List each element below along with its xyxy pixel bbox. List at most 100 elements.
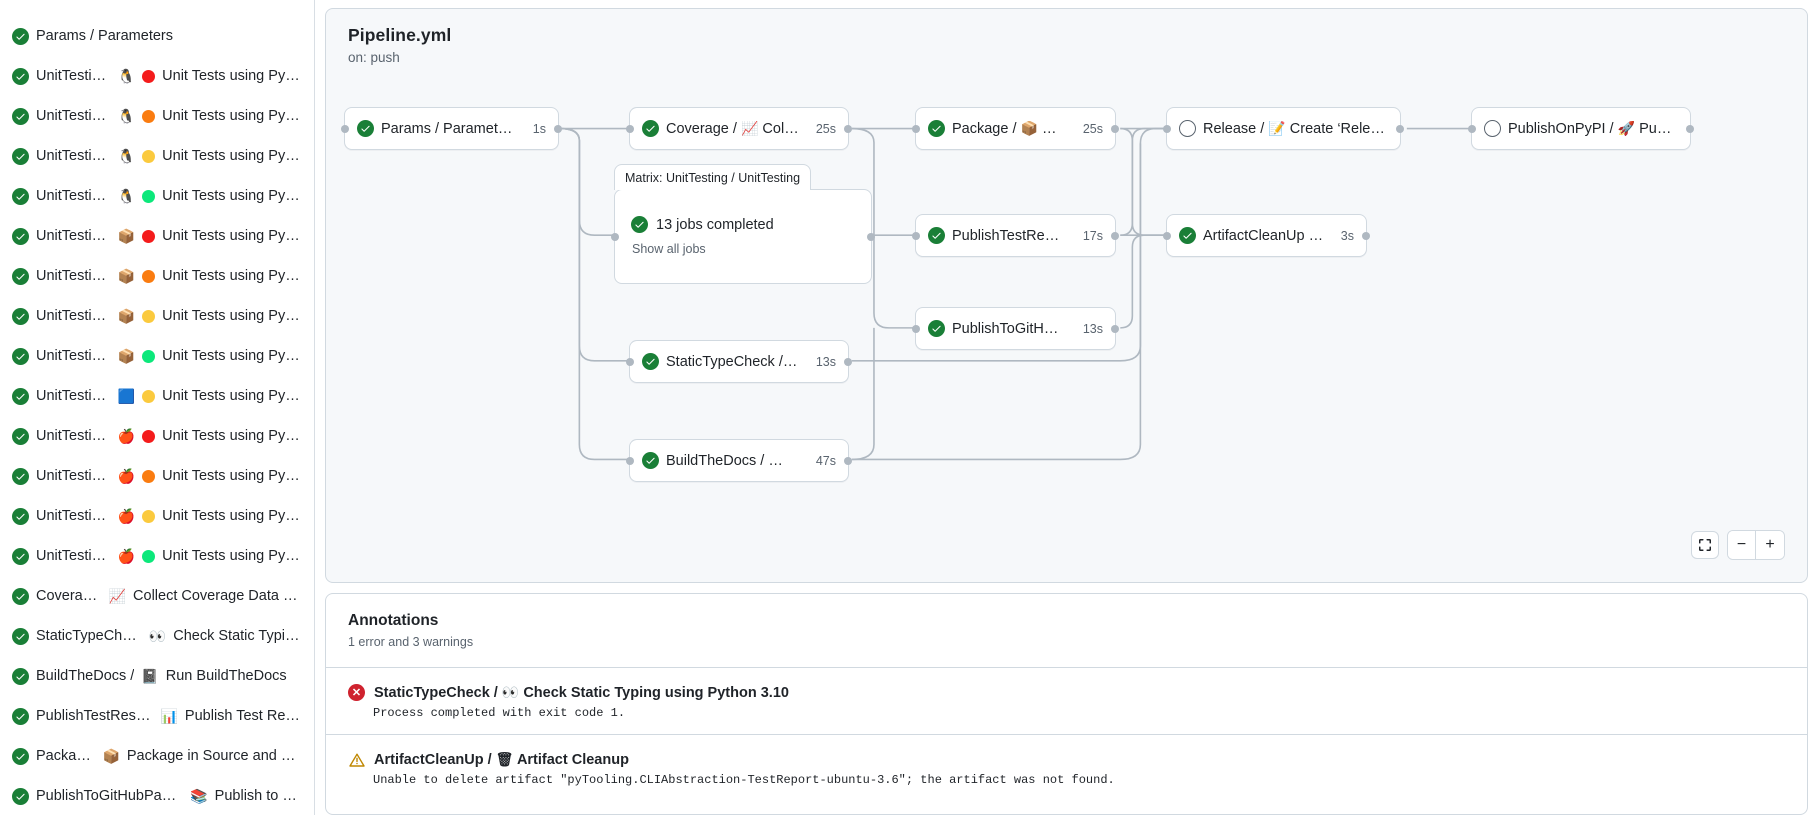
graph-node-publishtest[interactable]: PublishTestResults / 📊 Pu...17s xyxy=(912,214,1119,257)
sidebar-job-label: Package in Source and Wh... xyxy=(126,748,300,764)
parcel-icon: 📦 xyxy=(102,748,120,764)
success-check-icon xyxy=(12,387,29,405)
graph-zoom-controls[interactable]: − + xyxy=(1691,530,1785,560)
annotation-message: Process completed with exit code 1. xyxy=(373,706,626,720)
graph-node-pypi[interactable]: PublishOnPyPI / 🚀 Publish to ... xyxy=(1468,107,1694,150)
success-check-icon xyxy=(12,467,29,485)
warning-icon xyxy=(348,751,365,768)
sidebar-job-item[interactable]: UnitTesting / 📦Unit Tests using Pyth... xyxy=(4,296,310,336)
sidebar-job-item[interactable]: Package / 📦Package in Source and Wh... xyxy=(4,736,310,776)
sidebar-job-name: UnitTesting / xyxy=(36,508,111,524)
zoom-out-button[interactable]: − xyxy=(1728,531,1756,559)
success-check-icon xyxy=(12,347,29,365)
annotation-name: StaticTypeCheck / 👀 Check Static Typing … xyxy=(374,683,789,701)
sidebar-job-item[interactable]: PublishTestResults / 📊Publish Test Resu.… xyxy=(4,696,310,736)
graph-node-package[interactable]: Package / 📦 Package in So...25s xyxy=(912,107,1119,150)
success-check-icon xyxy=(928,227,945,244)
sidebar-job-name: UnitTesting / xyxy=(36,228,111,244)
success-check-icon xyxy=(12,67,29,85)
node-port-out xyxy=(554,124,562,133)
show-all-jobs-link[interactable]: Show all jobs xyxy=(632,242,706,256)
node-duration: 13s xyxy=(815,354,836,369)
bar-chart-icon: 📊 xyxy=(160,708,178,724)
sidebar-job-item[interactable]: UnitTesting / 🍎Unit Tests using Pyth... xyxy=(4,416,310,456)
sidebar-job-label: Unit Tests using Pyth... xyxy=(162,548,300,564)
node-port-in xyxy=(626,357,634,366)
annotation-name: ArtifactCleanUp / 🗑 Artifact Cleanup xyxy=(374,750,629,768)
python-version-dot-icon xyxy=(142,389,156,403)
matrix-group-unittesting[interactable]: Matrix: UnitTesting / UnitTesting 13 job… xyxy=(611,164,875,284)
penguin-icon: 🐧 xyxy=(117,68,136,84)
node-emoji-icon: 🚀 xyxy=(1617,120,1636,136)
sidebar-job-item[interactable]: UnitTesting / 📦Unit Tests using Pyth... xyxy=(4,216,310,256)
sidebar-job-item[interactable]: UnitTesting / 🍎Unit Tests using Pyth... xyxy=(4,496,310,536)
zoom-button-group[interactable]: − + xyxy=(1727,530,1785,560)
node-port-out xyxy=(1111,124,1119,133)
zoom-in-button[interactable]: + xyxy=(1756,531,1784,559)
sidebar-job-item[interactable]: StaticTypeCheck / 👀Check Static Typing..… xyxy=(4,616,310,656)
node-duration: 25s xyxy=(815,121,836,136)
node-emoji-icon: 📝 xyxy=(1268,120,1286,136)
graph-node-release[interactable]: Release / 📝 Create ‘Release P... xyxy=(1163,107,1404,150)
node-port-out xyxy=(1362,231,1370,240)
sidebar-job-label: Publish to G... xyxy=(214,788,300,804)
sidebar-job-item[interactable]: Coverage / 📈Collect Coverage Data usi... xyxy=(4,576,310,616)
pending-circle-icon xyxy=(1179,120,1196,137)
annotations-panel: Annotations 1 error and 3 warnings ✕Stat… xyxy=(325,593,1808,815)
sidebar-job-label: Run BuildTheDocs xyxy=(165,668,287,684)
graph-node-statictype[interactable]: StaticTypeCheck / 👀 Chec...13s xyxy=(626,340,852,383)
sidebar-job-label: Unit Tests using Pyth... xyxy=(162,268,300,284)
sidebar-job-item[interactable]: PublishToGitHubPages / 📚Publish to G... xyxy=(4,776,310,815)
sidebar-job-item[interactable]: UnitTesting / 🐧Unit Tests using Pyth... xyxy=(4,176,310,216)
node-port-out xyxy=(1396,124,1404,133)
sidebar-job-name: UnitTesting / xyxy=(36,308,111,324)
chart-increasing-icon: 📈 xyxy=(108,588,127,604)
success-check-icon xyxy=(12,707,29,725)
error-icon: ✕ xyxy=(348,684,365,701)
sidebar-job-name: StaticTypeCheck / xyxy=(36,628,142,644)
sidebar-job-name: UnitTesting / xyxy=(36,468,111,484)
graph-node-coverage[interactable]: Coverage / 📈 Collect Cove...25s xyxy=(626,107,852,150)
sidebar-job-item[interactable]: UnitTesting / 🐧Unit Tests using Pyth... xyxy=(4,136,310,176)
sidebar-job-item[interactable]: UnitTesting / 🍎Unit Tests using Pyth... xyxy=(4,456,310,496)
package-box-icon: 📦 xyxy=(117,308,136,324)
sidebar-job-label: Unit Tests using Pyth... xyxy=(162,348,300,364)
python-version-dot-icon xyxy=(142,269,156,283)
python-version-dot-icon xyxy=(142,109,156,123)
sidebar-job-item[interactable]: UnitTesting / 🍎Unit Tests using Pyth... xyxy=(4,536,310,576)
node-port-in xyxy=(1163,231,1171,240)
fit-to-screen-button[interactable] xyxy=(1691,531,1719,559)
annotation-message: Unable to delete artifact "pyTooling.CLI… xyxy=(373,773,1115,787)
node-port-in xyxy=(912,124,920,133)
package-box-icon: 📦 xyxy=(117,228,136,244)
sidebar-job-item[interactable]: UnitTesting / 📦Unit Tests using Pyth... xyxy=(4,256,310,296)
annotation-title-line: ✕ StaticTypeCheck / 👀 Check Static Typing… xyxy=(348,684,1785,701)
sidebar-job-item[interactable]: UnitTesting / 🐧Unit Tests using Pyth... xyxy=(4,96,310,136)
success-check-icon xyxy=(12,627,29,645)
blue-square-icon: 🟦 xyxy=(117,388,136,404)
node-label: PublishOnPyPI / 🚀 Publish to ... xyxy=(1508,120,1678,137)
graph-node-artifact[interactable]: ArtifactCleanUp / 🗑 Artifac...3s xyxy=(1163,214,1370,257)
sidebar-job-item[interactable]: UnitTesting / 📦Unit Tests using Pyth... xyxy=(4,336,310,376)
sidebar-job-item[interactable]: UnitTesting / 🐧Unit Tests using Pyth... xyxy=(4,56,310,96)
graph-node-builddocs[interactable]: BuildTheDocs / 📓 Run Buil...47s xyxy=(626,439,852,482)
node-duration: 25s xyxy=(1082,121,1103,136)
success-check-icon xyxy=(12,267,29,285)
annotation-emoji-icon: 👀 xyxy=(501,683,520,700)
success-check-icon xyxy=(642,120,659,137)
main-content: Pipeline.yml on: push xyxy=(315,0,1818,815)
trigger-event: on: push xyxy=(348,50,400,65)
python-version-dot-icon xyxy=(142,189,156,203)
node-port-in xyxy=(912,231,920,240)
sidebar-job-item[interactable]: UnitTesting / 🟦Unit Tests using Pyth... xyxy=(4,376,310,416)
sidebar-job-item[interactable]: BuildTheDocs / 📓Run BuildTheDocs xyxy=(4,656,310,696)
package-box-icon: 📦 xyxy=(117,348,136,364)
sidebar-job-item[interactable]: Params / Parameters xyxy=(4,16,310,56)
sidebar-job-label: Check Static Typing... xyxy=(173,628,300,644)
workflow-graph-panel[interactable]: Pipeline.yml on: push xyxy=(325,8,1808,583)
graph-node-publishpages[interactable]: PublishToGitHubPages / 📚 ...13s xyxy=(912,307,1119,350)
